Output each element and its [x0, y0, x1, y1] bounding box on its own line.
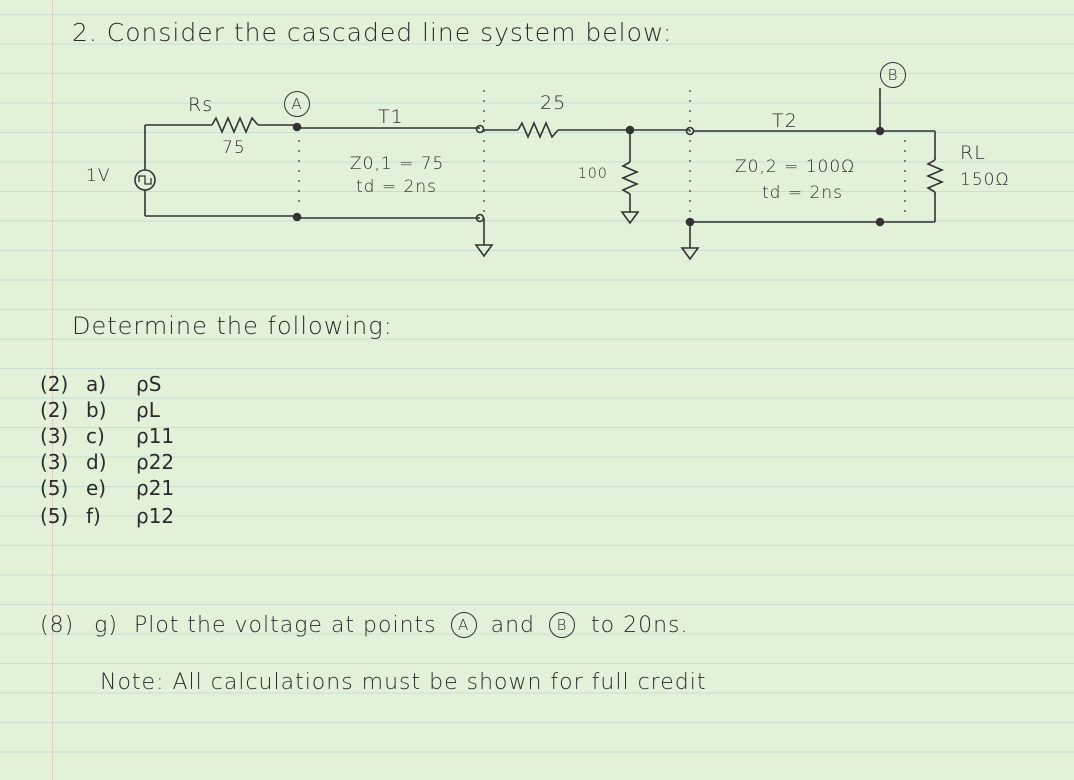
t1-label: T1	[378, 106, 404, 128]
question-symbol: ρS	[136, 372, 162, 396]
question-symbol: ρ21	[136, 476, 175, 500]
plot-and: and	[490, 613, 536, 638]
shunt-resistor-symbol	[620, 161, 640, 195]
question-letter: c)	[86, 424, 105, 448]
shunt-resistor-value: 100	[578, 166, 608, 182]
rs-resistor-symbol	[211, 115, 259, 135]
question-points: (2)	[40, 398, 69, 422]
problem-title: 2. Consider the cascaded line system bel…	[72, 18, 673, 47]
ground-symbol-3	[680, 247, 700, 261]
question-symbol: ρ11	[136, 424, 175, 448]
question-letter: a)	[86, 372, 107, 396]
plot-text: Plot the voltage at points	[133, 613, 437, 638]
question-letter: b)	[86, 398, 107, 422]
rs-label: Rs	[188, 94, 214, 116]
plot-points: (8)	[40, 613, 75, 638]
question-points: (5)	[40, 476, 69, 500]
point-b-marker: B	[880, 62, 906, 88]
question-points: (5)	[40, 504, 69, 528]
question-symbol: ρL	[136, 398, 160, 422]
load-resistor-symbol	[925, 159, 945, 193]
rl-value: 150Ω	[960, 170, 1010, 190]
instruction-text: Determine the following:	[72, 312, 393, 340]
ground-symbol-2	[620, 211, 640, 225]
point-b-ref: B	[549, 612, 576, 638]
question-symbol: ρ22	[136, 450, 175, 474]
question-points: (2)	[40, 372, 69, 396]
question-points: (3)	[40, 424, 69, 448]
t1-impedance: Z0,1 = 75	[350, 154, 445, 174]
question-symbol: ρ12	[136, 504, 175, 528]
plot-end: to 20ns.	[591, 613, 689, 638]
question-letter: f)	[86, 504, 101, 528]
note-text: Note: All calculations must be shown for…	[100, 670, 707, 695]
question-letter: e)	[86, 476, 107, 500]
series-resistor-symbol	[517, 120, 559, 140]
series-resistor-value: 25	[540, 92, 567, 114]
rl-label: RL	[960, 142, 986, 164]
point-a-marker: A	[284, 91, 310, 117]
question-points: (3)	[40, 450, 69, 474]
plot-question: (8) g) Plot the voltage at points A and …	[40, 612, 689, 640]
t2-label: T2	[772, 110, 798, 132]
t2-delay: td = 2ns	[762, 183, 843, 203]
source-label: 1V	[86, 166, 111, 186]
t1-delay: td = 2ns	[356, 177, 437, 197]
ground-symbol-1	[474, 244, 494, 258]
plot-letter: g)	[94, 613, 118, 638]
question-letter: d)	[86, 450, 107, 474]
t2-impedance: Z0,2 = 100Ω	[735, 157, 856, 177]
point-a-ref: A	[450, 612, 477, 638]
circuit-diagram	[134, 88, 945, 261]
margin-line	[52, 0, 53, 780]
rs-value: 75	[222, 138, 246, 158]
